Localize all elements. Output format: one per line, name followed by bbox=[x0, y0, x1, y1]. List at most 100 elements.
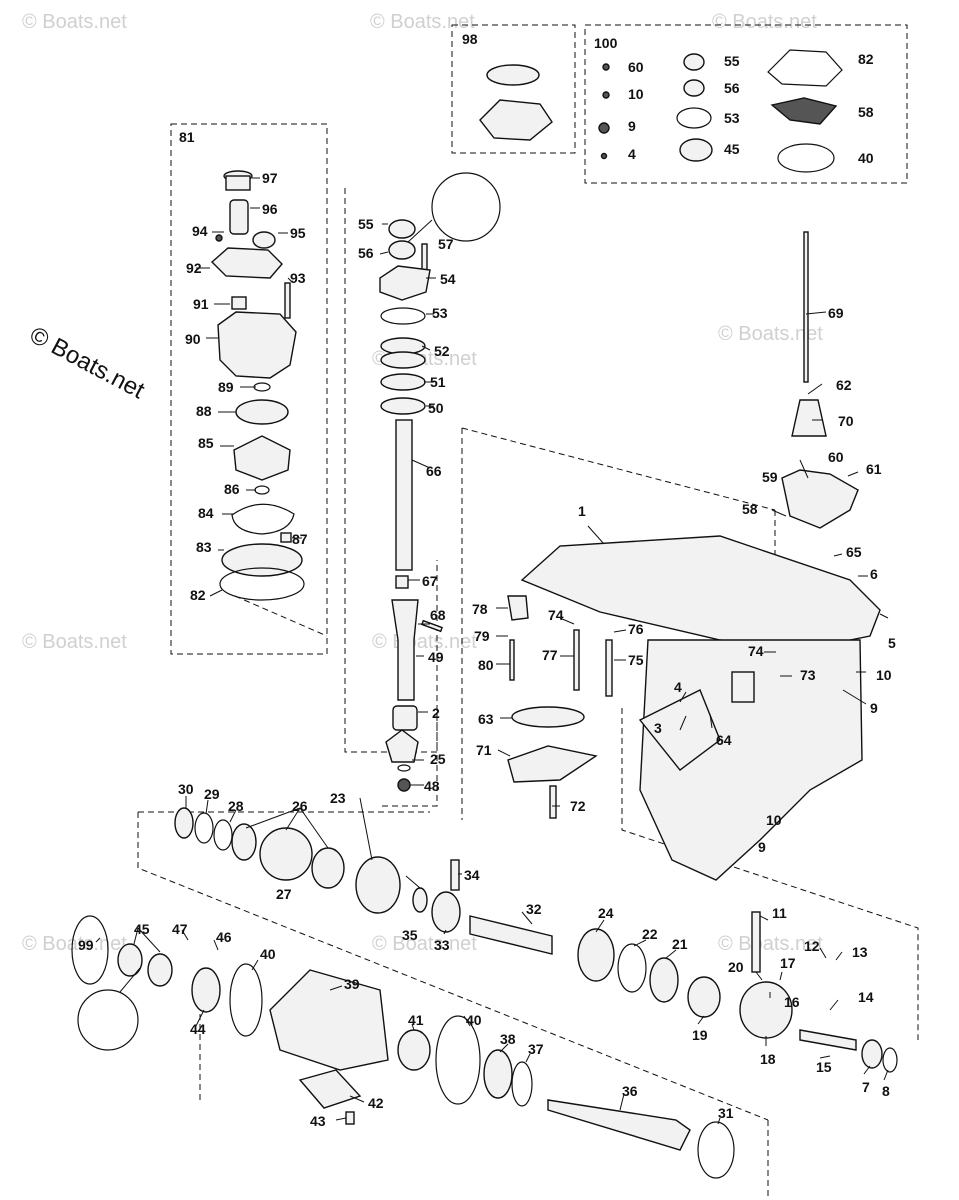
label-10: 10 bbox=[628, 86, 644, 102]
label-37: 37 bbox=[528, 1041, 544, 1057]
watermark: © Boats.net bbox=[370, 11, 475, 33]
label-15: 15 bbox=[816, 1059, 832, 1075]
label-53: 53 bbox=[724, 110, 740, 126]
part-96 bbox=[229, 199, 249, 235]
label-62: 62 bbox=[836, 377, 852, 393]
label-87: 87 bbox=[292, 531, 308, 547]
part-86 bbox=[254, 485, 270, 495]
label-49: 49 bbox=[428, 649, 444, 665]
label-38: 38 bbox=[500, 1031, 516, 1047]
label-9: 9 bbox=[628, 118, 636, 134]
label-83: 83 bbox=[196, 539, 212, 555]
part-89 bbox=[253, 382, 271, 392]
label-65: 65 bbox=[846, 544, 862, 560]
label-16: 16 bbox=[784, 994, 800, 1010]
part-91 bbox=[231, 296, 247, 310]
watermark-main: © Boats.net bbox=[25, 321, 149, 404]
label-67: 67 bbox=[422, 573, 438, 589]
label-86: 86 bbox=[224, 481, 240, 497]
label-11: 11 bbox=[772, 905, 787, 921]
watermark: © Boats.net bbox=[22, 11, 127, 33]
label-74: 74 bbox=[748, 643, 764, 659]
part-95 bbox=[252, 231, 276, 249]
label-7: 7 bbox=[862, 1079, 870, 1095]
label-68: 68 bbox=[430, 607, 446, 623]
label-89: 89 bbox=[218, 379, 234, 395]
gearcase-housing bbox=[507, 231, 881, 881]
kit-box-98 bbox=[451, 24, 576, 154]
label-17: 17 bbox=[780, 955, 796, 971]
label-81: 81 bbox=[179, 129, 195, 145]
label-47: 47 bbox=[172, 921, 188, 937]
label-94: 94 bbox=[192, 223, 208, 239]
detail-callout-top bbox=[431, 172, 501, 242]
label-27: 27 bbox=[276, 886, 292, 902]
label-43: 43 bbox=[310, 1113, 326, 1129]
water-pump-kit bbox=[210, 170, 305, 601]
label-72: 72 bbox=[570, 798, 586, 814]
label-64: 64 bbox=[716, 732, 732, 748]
label-99: 99 bbox=[78, 937, 94, 953]
label-4: 4 bbox=[628, 146, 636, 162]
gearcase-frame-left bbox=[137, 812, 769, 1121]
label-41: 41 bbox=[408, 1012, 424, 1028]
detail-callout-bottom bbox=[77, 989, 139, 1051]
label-60: 60 bbox=[628, 59, 644, 75]
part-87 bbox=[280, 532, 292, 543]
label-52: 52 bbox=[434, 343, 450, 359]
label-84: 84 bbox=[198, 505, 214, 521]
label-60: 60 bbox=[828, 449, 844, 465]
watermark: © Boats.net bbox=[372, 631, 477, 653]
label-93: 93 bbox=[290, 270, 306, 286]
pump-leader-dash bbox=[234, 595, 328, 637]
label-66: 66 bbox=[426, 463, 442, 479]
gearcase-frame-upper bbox=[461, 427, 776, 560]
label-88: 88 bbox=[196, 403, 212, 419]
label-79: 79 bbox=[474, 628, 490, 644]
label-23: 23 bbox=[330, 790, 346, 806]
label-91: 91 bbox=[193, 296, 209, 312]
part-93 bbox=[284, 282, 291, 319]
label-82: 82 bbox=[190, 587, 206, 603]
label-40: 40 bbox=[260, 946, 276, 962]
kit-box-100 bbox=[584, 24, 908, 184]
label-45: 45 bbox=[724, 141, 740, 157]
label-10: 10 bbox=[876, 667, 892, 683]
part-labels: 98 100 60 10 9 4 55 56 53 45 82 58 40 81… bbox=[78, 31, 896, 1129]
label-21: 21 bbox=[672, 936, 688, 952]
part-98-plate bbox=[479, 99, 553, 141]
label-26: 26 bbox=[292, 798, 308, 814]
label-90: 90 bbox=[185, 331, 201, 347]
label-5: 5 bbox=[888, 635, 896, 651]
label-98: 98 bbox=[462, 31, 478, 47]
label-46: 46 bbox=[216, 929, 232, 945]
label-85: 85 bbox=[198, 435, 214, 451]
seal-kit-100 bbox=[598, 49, 843, 173]
label-44: 44 bbox=[190, 1021, 206, 1037]
label-51: 51 bbox=[430, 374, 446, 390]
label-58: 58 bbox=[858, 104, 874, 120]
label-59: 59 bbox=[762, 469, 778, 485]
part-82 bbox=[219, 567, 305, 601]
label-73: 73 bbox=[800, 667, 816, 683]
label-12: 12 bbox=[804, 938, 820, 954]
label-55: 55 bbox=[358, 216, 374, 232]
label-40: 40 bbox=[858, 150, 874, 166]
part-92 bbox=[210, 247, 283, 279]
label-18: 18 bbox=[760, 1051, 776, 1067]
label-50: 50 bbox=[428, 400, 444, 416]
label-82: 82 bbox=[858, 51, 874, 67]
callout-leader bbox=[119, 967, 141, 993]
label-34: 34 bbox=[464, 867, 480, 883]
label-56: 56 bbox=[724, 80, 740, 96]
label-63: 63 bbox=[478, 711, 494, 727]
label-74: 74 bbox=[548, 607, 564, 623]
label-9: 9 bbox=[758, 839, 766, 855]
label-55: 55 bbox=[724, 53, 740, 69]
label-25: 25 bbox=[430, 751, 446, 767]
label-1: 1 bbox=[578, 503, 586, 519]
label-69: 69 bbox=[828, 305, 844, 321]
gearcase-frame-right bbox=[621, 708, 919, 1040]
label-48: 48 bbox=[424, 778, 440, 794]
